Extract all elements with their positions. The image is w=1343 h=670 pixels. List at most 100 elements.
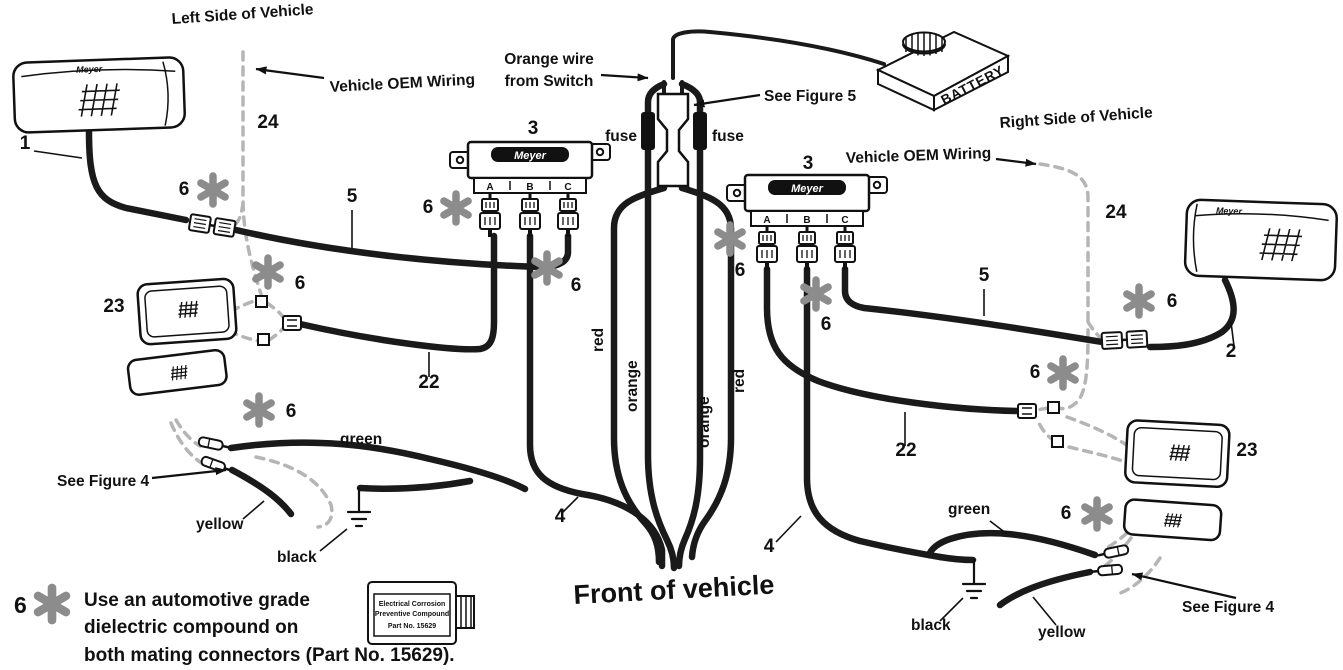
wire-orange-right (675, 80, 704, 570)
wire-orange-left (644, 80, 678, 572)
wire-22-right (763, 265, 1022, 415)
headlight-left-side-crease (162, 61, 169, 126)
light23-right (1124, 419, 1231, 488)
asterisk-module-right-a (718, 225, 742, 253)
module-left-plug-a (478, 191, 502, 239)
label-green-right: green (948, 501, 990, 518)
oem-wire-right-curl (1116, 556, 1162, 596)
callout-6-headlight2: 6 (1167, 291, 1178, 312)
label-red-left: red (590, 328, 607, 352)
label-vehicle-oem-wiring-right: Vehicle OEM Wiring (846, 145, 992, 167)
dielectric-asterisks (201, 176, 1151, 528)
oem-wire-light23-right-lead1 (1065, 415, 1127, 446)
marker-light-left (126, 348, 228, 396)
callout-6-light23-left: 6 (295, 273, 306, 294)
module-left: Meyer A B C (449, 140, 611, 239)
callout-2: 2 (1226, 341, 1237, 362)
label-see-figure5: See Figure 5 (764, 88, 857, 105)
callout-23-left: 23 (103, 296, 124, 317)
label-orange-left: orange (624, 360, 641, 412)
label-see-figure4-left: See Figure 4 (57, 473, 150, 490)
label-orange-wire-line2: from Switch (505, 73, 594, 90)
oem-dashed-wiring (169, 50, 1162, 596)
wire-headlight1-to-connector (85, 128, 190, 224)
bottle-line2: Preventive Compound (375, 611, 449, 618)
wire-black-right (936, 553, 977, 564)
callout-24-right: 24 (1105, 202, 1127, 223)
wire-yellow-left (228, 466, 295, 518)
harness22-plug-right (1017, 403, 1037, 419)
module-right-terminal-c: C (841, 215, 848, 226)
bullet-connector-right-1 (1095, 543, 1131, 562)
headlight-right-connector (1100, 329, 1149, 351)
label-black-right: black (911, 617, 951, 634)
callout-23-right: 23 (1236, 440, 1257, 461)
asterisk-marker-light-right (1085, 500, 1109, 528)
legend-line3: both mating connectors (Part No. 15629). (84, 645, 455, 666)
arrow-oem-left (255, 66, 325, 80)
asterisk-light23-left (256, 258, 280, 286)
label-green-left: green (340, 431, 382, 448)
callout-6-module-right-a: 6 (735, 260, 746, 281)
wire-green-left (227, 439, 529, 493)
headlight-right-body (1183, 198, 1338, 282)
wire-red-left (610, 184, 668, 566)
callout-22-left: 22 (418, 372, 439, 393)
ground-symbol-right (961, 558, 987, 600)
module-left-strip-ticks (509, 181, 551, 190)
oem-wire-lowerlight-left-lead1 (174, 418, 202, 448)
label-fuse-left: fuse (605, 128, 637, 145)
oem-terminal-square-left-2 (257, 333, 270, 346)
module-right-plug-c (833, 224, 857, 272)
wire-5-left (232, 226, 544, 271)
callout-6-module-right-b: 6 (821, 314, 832, 335)
module-right-hole-right (872, 180, 882, 190)
bullet-connector-right-2 (1089, 563, 1124, 578)
label-fuse-right: fuse (712, 128, 744, 145)
callout-3-right: 3 (803, 153, 814, 174)
oem-wire-right-lower-vertical (1056, 328, 1090, 411)
fuse-right (693, 112, 707, 150)
label-yellow-right: yellow (1038, 624, 1086, 641)
asterisk-headlight2-connector (1127, 287, 1151, 315)
module-left-terminal-a: A (486, 182, 493, 193)
module-right-hole-left (732, 188, 742, 198)
dielectric-compound-bottle: Electrical Corrosion Preventive Compound… (367, 581, 475, 645)
wire-yellow-right (996, 568, 1094, 609)
label-yellow-left: yellow (196, 516, 244, 533)
label-right-side-of-vehicle: Right Side of Vehicle (999, 104, 1153, 132)
wire-black-left (356, 477, 474, 492)
module-left-plug-c (556, 191, 580, 239)
legend-line2: dielectric compound on (84, 617, 298, 638)
legend-number: 6 (14, 592, 27, 618)
oem-wire-lowerlight-left-lead2 (169, 421, 205, 466)
callout-1: 1 (20, 133, 31, 154)
label-left-side-of-vehicle: Left Side of Vehicle (171, 1, 314, 28)
callout-22-right: 22 (895, 440, 916, 461)
oem-wire-lowerlight-right-lead1 (1103, 531, 1129, 551)
callout-4-left: 4 (555, 506, 566, 527)
label-orange-right: orange (696, 396, 713, 448)
label-see-figure4-right: See Figure 4 (1182, 599, 1275, 616)
oem-wire-square1-right (1034, 406, 1050, 412)
label-orange-wire-line1: Orange wire (504, 51, 594, 68)
marker-light-right (1122, 498, 1223, 542)
bottle-line1: Electrical Corrosion (379, 601, 446, 608)
wire-22-left (296, 232, 498, 353)
headlight-left-brand: Meyer (76, 64, 103, 75)
ground-symbol-left (346, 486, 372, 528)
arrow-see-figure5 (693, 93, 761, 108)
asterisk-headlight1-connector (201, 176, 225, 204)
callout-6-harness22-right: 6 (1030, 362, 1041, 383)
callout-3-left: 3 (528, 118, 539, 139)
legend: 6 Use an automotive grade dielectric com… (14, 581, 475, 666)
callout-6-marker-right: 6 (1061, 503, 1072, 524)
center-plug-figure5 (656, 92, 690, 188)
leader-lines (33, 150, 1235, 626)
light23-left (136, 277, 238, 346)
fuse-left (641, 112, 655, 150)
headlight-right-side-crease (1192, 203, 1198, 272)
callout-6-marker-left: 6 (286, 401, 297, 422)
